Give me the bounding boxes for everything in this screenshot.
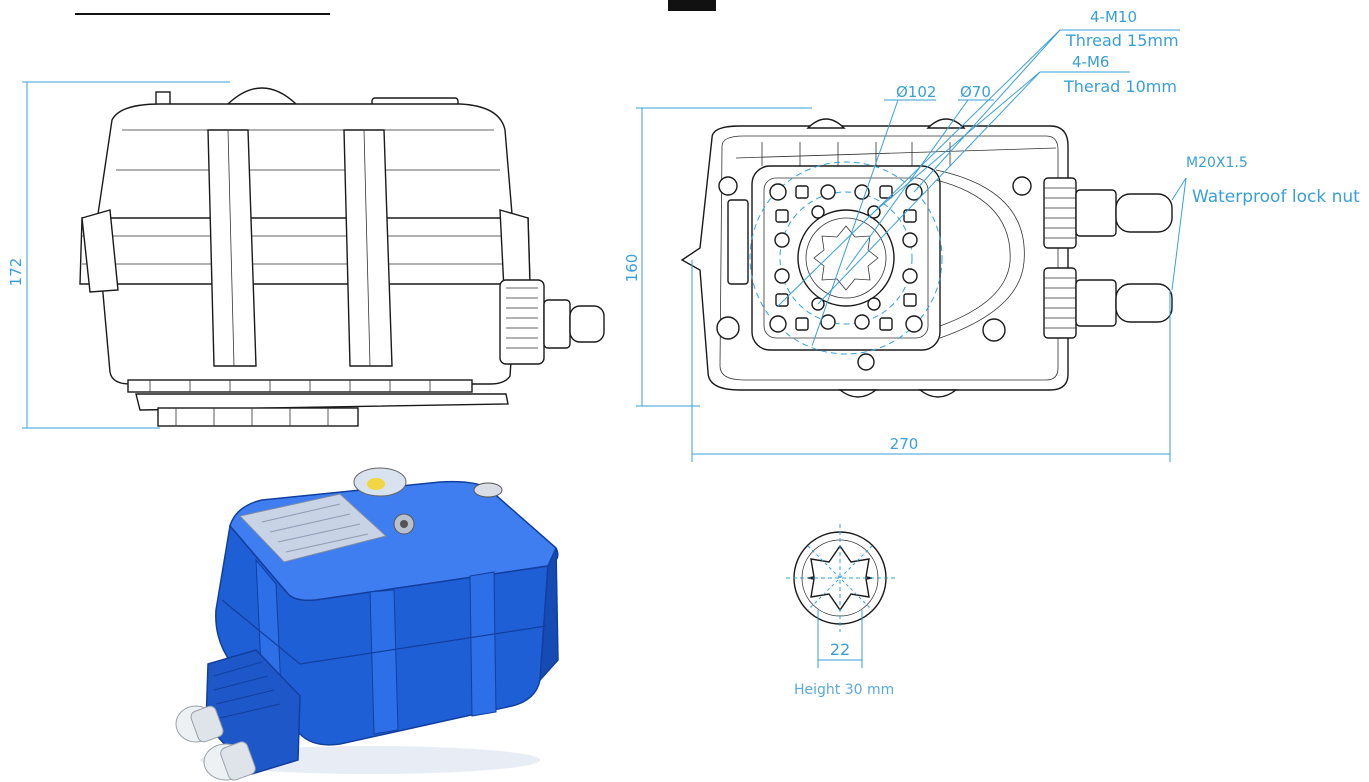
gland-note: Waterproof lock nut (1192, 187, 1360, 207)
bolt-m6-label: 4-M6 (1072, 53, 1109, 71)
nameplate (239, 493, 388, 563)
side-view: 172 (7, 81, 605, 429)
bolt-m10-thread: Thread 15mm (1065, 31, 1179, 50)
bolt-m10-label: 4-M10 (1090, 8, 1137, 26)
header-mark (668, 0, 716, 11)
top-width-label: 270 (890, 435, 919, 453)
side-height-label: 172 (7, 258, 25, 287)
cable-gland-photo (175, 705, 256, 781)
top-height-label: 160 (623, 254, 641, 283)
star-width-label: 22 (830, 640, 850, 659)
bolt-m6-thread: Therad 10mm (1063, 77, 1177, 96)
star-height-note: Height 30 mm (794, 682, 894, 698)
pcd-70-label: Ø70 (960, 83, 991, 101)
top-view: 160 270 4-M10 Thread 15mm 4-M6 Therad 10… (623, 8, 1360, 462)
gland-thread-label: M20X1.5 (1186, 155, 1248, 171)
cable-glands (1043, 177, 1173, 339)
pcd-102-label: Ø102 (896, 83, 936, 101)
star-drive-detail: 22 Height 30 mm (786, 524, 896, 698)
actuator-product-photo (175, 467, 559, 781)
